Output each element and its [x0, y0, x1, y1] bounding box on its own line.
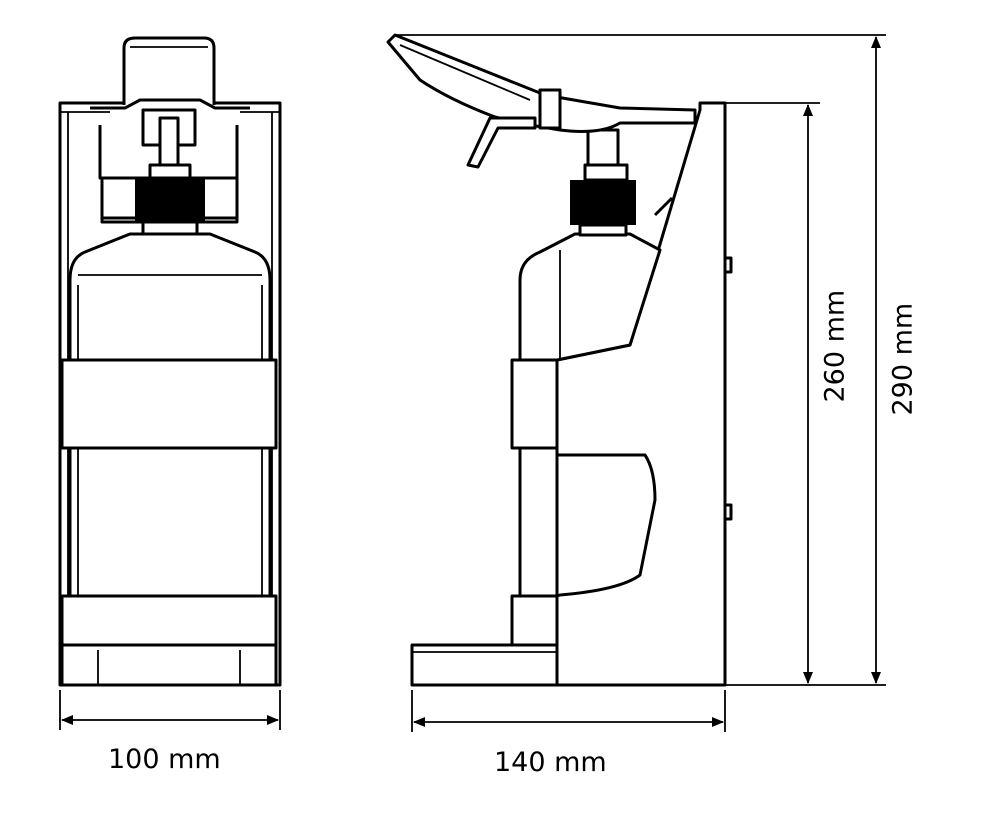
dimension-lines	[59, 34, 886, 732]
spout	[466, 116, 537, 169]
side-base	[410, 643, 559, 687]
depth-label: 140 mm	[494, 747, 607, 778]
side-bottle-upper	[518, 232, 662, 362]
side-view	[386, 33, 733, 687]
total-height-label: 290 mm	[887, 302, 919, 416]
front-base	[60, 643, 278, 687]
front-view	[58, 36, 282, 687]
wall-plate	[555, 101, 727, 687]
side-strap	[510, 358, 559, 450]
width-label: 100 mm	[108, 744, 221, 775]
bottle-strap	[60, 358, 278, 450]
body-height-label: 260 mm	[819, 289, 851, 403]
side-bottle-cap	[570, 180, 636, 225]
pump-head	[122, 36, 216, 105]
bottle-holder-bottom	[60, 594, 278, 647]
bottle-cap	[135, 178, 205, 222]
